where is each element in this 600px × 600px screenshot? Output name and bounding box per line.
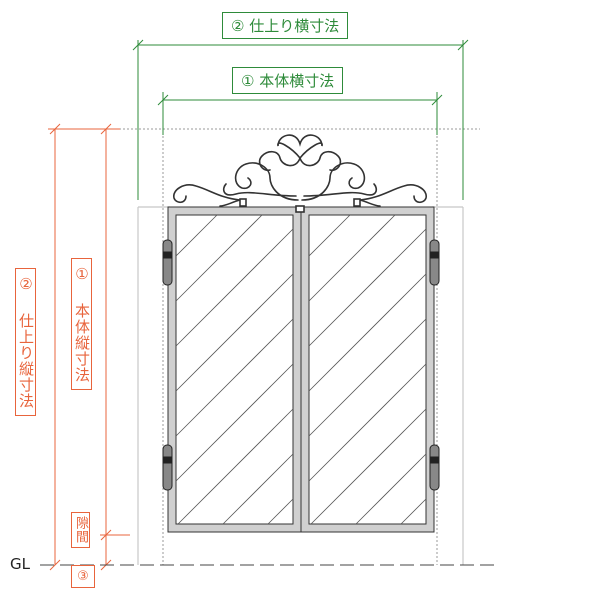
finished-height-label: ② 仕上り縦寸法: [15, 268, 36, 416]
hinge-left-top: [162, 239, 173, 286]
ground-level-label: GL: [10, 555, 30, 573]
gate-right-leaf: [300, 206, 435, 533]
glass-hatching-left: [175, 214, 294, 525]
width-dimensions: [132, 39, 469, 200]
gate-left-leaf: [167, 206, 302, 533]
hinge-right-bottom: [429, 444, 440, 491]
ironwork-ornament: [173, 134, 427, 213]
gap-label: 隙間: [71, 512, 90, 548]
guide-lines: [55, 100, 480, 565]
hinge-left-bottom: [162, 444, 173, 491]
glass-hatching-right: [308, 214, 427, 525]
body-width-label: ① 本体横寸法: [232, 67, 344, 94]
finished-width-label: ② 仕上り横寸法: [222, 12, 349, 39]
finished-outline: [137, 206, 464, 565]
hinges: [162, 239, 440, 491]
hinge-right-top: [429, 239, 440, 286]
gap-number-label: ③: [71, 565, 95, 588]
height-dimensions: [48, 123, 130, 571]
body-height-label: ① 本体縦寸法: [71, 258, 92, 390]
